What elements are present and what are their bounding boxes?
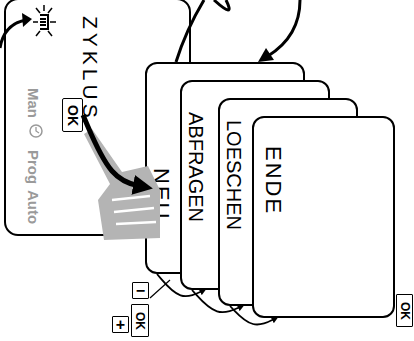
key-label: OK (66, 105, 80, 126)
step-arrow (192, 290, 242, 312)
menu-label: LOESCHEN (224, 120, 244, 230)
flash-symbol (33, 5, 56, 36)
key-button: + (112, 316, 129, 333)
menu-label: NEU (150, 168, 172, 220)
key-button: OK (62, 98, 83, 132)
return-arrow-head (258, 48, 274, 62)
return-arrow (268, 0, 300, 56)
menu-label: ENDE (262, 146, 284, 215)
key-button: − (132, 282, 149, 299)
key-label: + (116, 317, 125, 333)
clock-symbol (30, 125, 42, 137)
flash-ray (36, 31, 40, 36)
key-label: − (136, 283, 145, 299)
flash-ray (43, 5, 45, 11)
flash-ray (36, 8, 40, 13)
clock-hands (36, 127, 39, 133)
flash-ray (48, 8, 52, 13)
select-arrow (83, 115, 145, 187)
menu-card: ENDE (252, 116, 395, 318)
cycle-icon (40, 15, 48, 29)
entry-arrow-head (22, 13, 32, 27)
key-leader-line (150, 280, 170, 298)
entry-arrow (0, 20, 26, 48)
flash-ray (48, 31, 52, 36)
mode-label: Prog (26, 150, 41, 184)
key-button: OK (131, 304, 149, 337)
key-label: OK (399, 302, 411, 320)
menu-label: ABFRAGEN (186, 112, 206, 222)
return-arrow (176, 0, 204, 62)
flash-ray (33, 21, 38, 23)
return-arrow (214, 0, 229, 10)
menu-label: ZYKLUS (80, 16, 101, 122)
mode-label: Auto (26, 190, 41, 224)
hand-icon (84, 129, 160, 240)
mode-label: Man (26, 88, 41, 118)
flash-ray (50, 21, 56, 23)
hand-finger-lines (112, 196, 156, 224)
step-arrow (157, 274, 204, 296)
key-label: OK (134, 312, 146, 330)
step-arrow (230, 306, 276, 325)
key-button: OK (396, 294, 413, 327)
